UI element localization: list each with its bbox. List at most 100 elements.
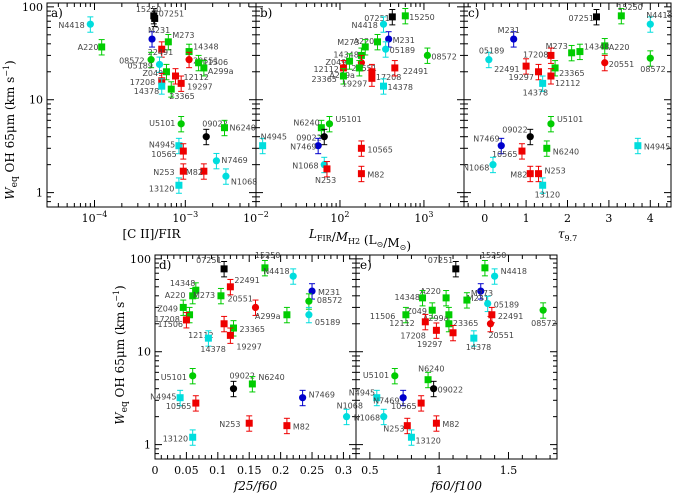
point-label: 14348 [193, 43, 218, 52]
point-label: 12112 [188, 331, 213, 340]
data-point [261, 264, 269, 272]
point-label: 09022 [502, 126, 527, 135]
point-label: N4945 [149, 141, 175, 150]
data-point [221, 124, 229, 132]
point-label: 22491 [234, 276, 259, 285]
data-point [151, 14, 159, 22]
data-point [158, 45, 166, 53]
data-point [357, 144, 365, 152]
point-label: M231 [318, 288, 340, 297]
data-point [189, 372, 197, 380]
point-label: 10565 [151, 150, 176, 159]
point-label: 11506 [158, 320, 183, 329]
data-point [317, 124, 325, 132]
point-label: 15250 [617, 3, 642, 12]
data-point [200, 64, 208, 72]
data-point [204, 334, 212, 342]
point-label: 05189 [479, 47, 504, 56]
data-point [339, 64, 347, 72]
point-label: N253 [153, 168, 174, 177]
data-point [222, 172, 230, 180]
data-point [477, 287, 485, 295]
point-label: A220 [420, 287, 441, 296]
data-point [202, 133, 210, 141]
point-label: M231 [148, 26, 170, 35]
data-point [167, 85, 175, 93]
data-point [259, 142, 267, 150]
x-axis-label: [C II]/FIR [123, 227, 182, 241]
point-label: 12112 [184, 73, 209, 82]
data-point [373, 394, 381, 402]
point-label: N7469 [473, 135, 499, 144]
point-label: Z049 [142, 69, 163, 78]
point-label: N6240 [553, 147, 579, 156]
point-label: 07251 [159, 9, 184, 18]
data-point [289, 272, 297, 280]
point-label: A220 [78, 43, 99, 52]
data-point [172, 72, 180, 80]
x-tick-label: 10−3 [172, 210, 198, 225]
point-label: 17208 [400, 331, 425, 340]
point-label: M82 [442, 420, 459, 429]
data-point [217, 292, 225, 300]
data-point [535, 170, 543, 178]
point-label: 15250 [136, 5, 161, 14]
point-label: U5101 [363, 371, 389, 380]
point-label: Z049 [157, 304, 178, 313]
point-label: N7469 [373, 397, 399, 406]
data-point [497, 142, 505, 150]
data-point [407, 433, 415, 441]
point-label: 10565 [166, 402, 191, 411]
x-tick-label: 103 [414, 210, 433, 225]
point-label: N4418 [352, 21, 378, 30]
point-label: M273 [337, 38, 359, 47]
data-point [399, 394, 407, 402]
data-point [391, 64, 399, 72]
point-label: 23365 [240, 325, 265, 334]
x-tick-label: 4 [647, 212, 654, 225]
x-tick-label: 0.05 [174, 464, 199, 477]
point-label: N4945 [261, 133, 287, 142]
data-point [403, 422, 411, 430]
point-label: 13120 [415, 436, 440, 445]
point-label: 08572 [431, 52, 456, 61]
panel-label: c) [468, 6, 479, 20]
panel-frame [463, 2, 672, 208]
point-label: 13120 [163, 434, 188, 443]
point-label: 09022 [296, 134, 321, 143]
point-label: M82 [510, 171, 527, 180]
data-point [449, 329, 457, 337]
data-point [547, 72, 555, 80]
point-label: 23365 [311, 75, 336, 84]
ylabel-top: Weq OH 65μm (km s−1) [2, 60, 20, 199]
data-point [179, 303, 187, 311]
point-label: A220 [354, 37, 375, 46]
point-label: 22491 [403, 67, 428, 76]
data-point [357, 170, 365, 178]
point-label: M273 [546, 42, 568, 51]
data-point [374, 38, 382, 46]
data-point [543, 144, 551, 152]
point-label: 20551 [193, 57, 218, 66]
data-point [421, 318, 429, 326]
data-point [182, 316, 190, 324]
point-label: 19297 [417, 340, 442, 349]
data-point [547, 51, 555, 59]
point-label: A299a [423, 314, 449, 323]
data-point [308, 287, 316, 295]
point-label: 05189 [128, 61, 153, 70]
point-label: 20551 [351, 64, 376, 73]
data-point [382, 45, 390, 53]
point-label: 17208 [523, 50, 548, 59]
data-point [177, 120, 185, 128]
data-point [176, 394, 184, 402]
point-label: M231 [498, 26, 520, 35]
y-tick-label: 1 [144, 439, 151, 452]
x-tick-label: 0 [152, 464, 159, 477]
point-label: 14348 [170, 279, 195, 288]
data-point [323, 165, 331, 173]
data-point [601, 59, 609, 67]
point-label: N1068 [292, 162, 318, 171]
point-label: N4418 [501, 267, 527, 276]
